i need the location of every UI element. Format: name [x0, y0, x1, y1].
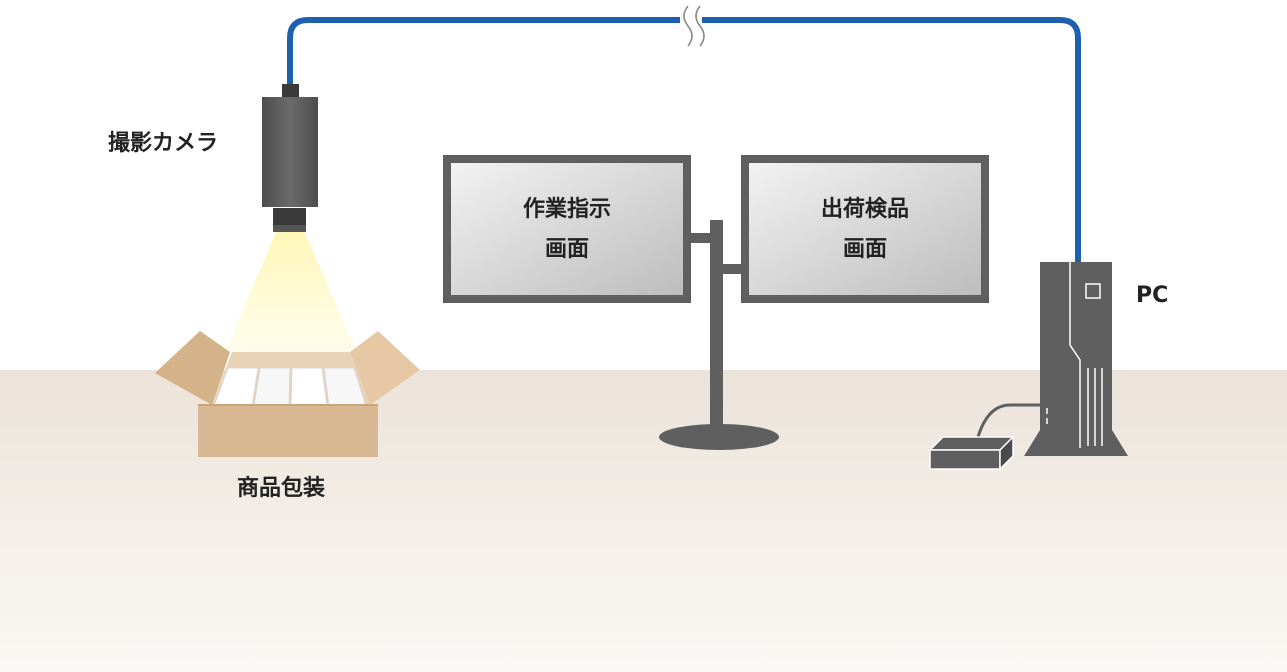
pc-label: PC [1136, 283, 1169, 308]
camera-connector [282, 84, 299, 98]
product-item-2 [253, 367, 291, 407]
product-item-3 [290, 367, 328, 407]
monitor-left-screen [451, 163, 683, 295]
camera-body [262, 97, 318, 207]
stand-base [659, 424, 779, 450]
pc-panel [1069, 262, 1081, 448]
monitor-left-line2: 画面 [544, 237, 589, 262]
box-flap-left [155, 331, 230, 405]
box-flap-right [350, 331, 420, 405]
cable-break-line-right [695, 5, 705, 47]
monitor-right-line2: 画面 [842, 237, 887, 262]
monitor-left-line1: 作業指示 [522, 197, 611, 222]
pc-power-button [1085, 283, 1101, 299]
package-label: 商品包装 [237, 476, 326, 501]
device-cable [976, 403, 1040, 438]
device-front [929, 449, 1001, 470]
camera-label: 撮影カメラ [108, 131, 219, 156]
cable-break-line-left [683, 5, 693, 47]
monitor-left-text: 作業指示 画面 [451, 190, 683, 270]
monitor-right-text: 出荷検品 画面 [749, 190, 981, 270]
stand-arm-right [722, 264, 747, 274]
light-beam [225, 232, 357, 352]
camera-lens-ring [273, 225, 306, 232]
stand-arm-left [688, 233, 712, 243]
monitor-right-line1: 出荷検品 [820, 197, 909, 222]
device-top [928, 436, 1015, 451]
box-front [198, 405, 378, 457]
stand-pole [710, 220, 723, 435]
device-side [999, 435, 1014, 471]
monitor-right-screen [749, 163, 981, 295]
